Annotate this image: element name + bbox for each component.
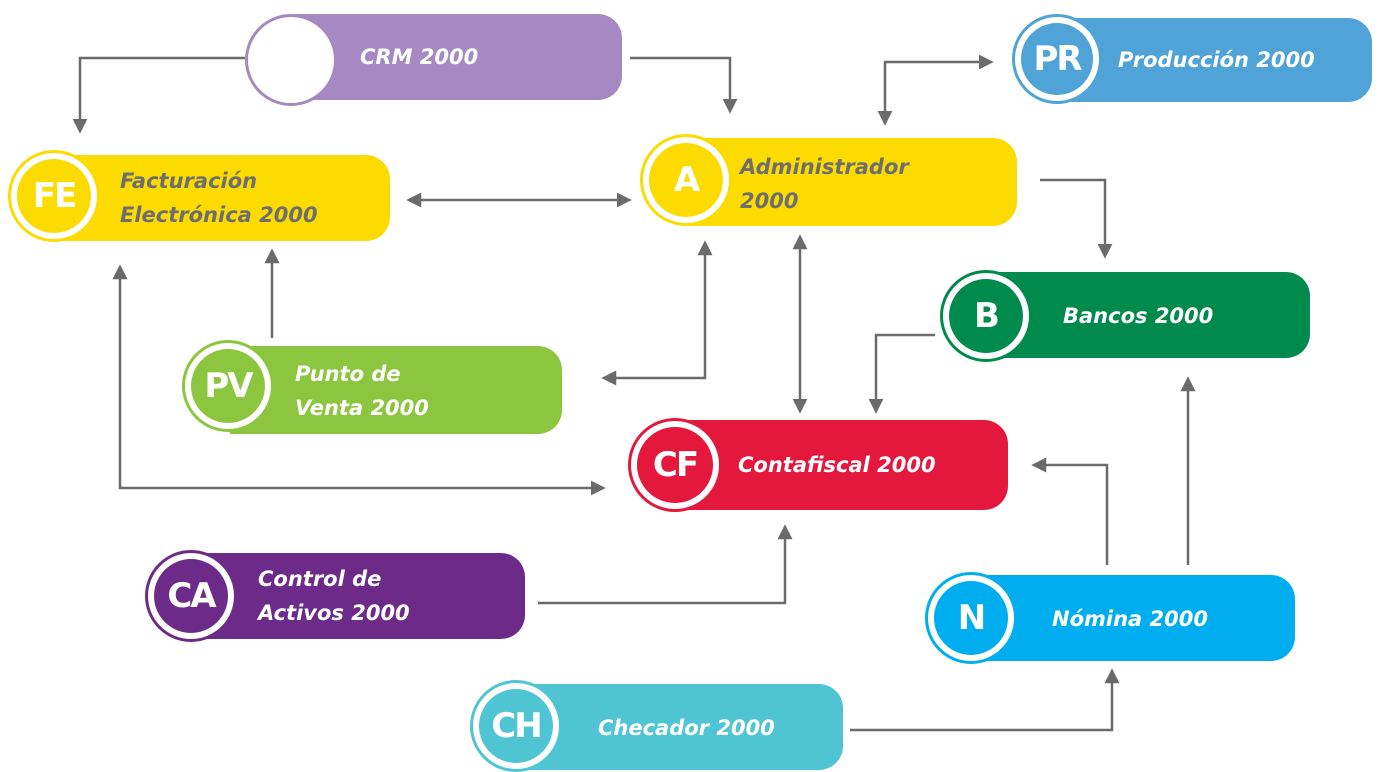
module-facturacion: Facturación Electrónica 2000 — [60, 155, 390, 241]
module-crm: CRM 2000 — [295, 14, 622, 100]
arrow-nomina-to-contafiscal — [1031, 457, 1109, 565]
facturacion-badge-text: FE — [17, 159, 91, 233]
module-activos: Control de Activos 2000 — [195, 553, 525, 639]
contafiscal-badge: CF — [628, 418, 722, 512]
arrow-activos-to-contafiscal — [538, 524, 793, 605]
produccion-badge-text: PR — [1021, 23, 1093, 95]
module-contafiscal-label: Contafiscal 2000 — [738, 453, 936, 477]
arrow-crm-to-administrador — [630, 56, 738, 114]
activos-badge-text: CA — [154, 559, 228, 633]
module-contafiscal: Contafiscal 2000 — [680, 420, 1008, 510]
bancos-badge: B — [940, 270, 1032, 362]
arrow-administrador-produccion — [877, 54, 994, 126]
module-produccion-label: Producción 2000 — [1118, 48, 1315, 72]
crm-badge-text: CRM — [254, 23, 328, 97]
facturacion-badge: FE — [8, 150, 100, 242]
module-checador: Checador 2000 — [520, 684, 843, 770]
contafiscal-badge-text: CF — [637, 427, 713, 503]
module-punto-venta-label: Punto de Venta 2000 — [295, 362, 429, 420]
arrow-facturacion-contafiscal — [112, 264, 606, 496]
module-activos-label: Control de Activos 2000 — [258, 567, 410, 625]
module-administrador: Administrador 2000 — [690, 138, 1017, 226]
checador-badge: CH — [470, 680, 562, 772]
module-crm-label: CRM 2000 — [360, 45, 479, 69]
module-nomina: Nómina 2000 — [975, 575, 1295, 661]
arrow-bancos-to-contafiscal — [868, 333, 935, 414]
nomina-badge: N — [925, 572, 1017, 664]
module-produccion: Producción 2000 — [1062, 18, 1372, 102]
module-bancos-label: Bancos 2000 — [1063, 304, 1214, 328]
punto-venta-badge: PV — [182, 340, 274, 432]
administrador-badge: A — [640, 134, 732, 226]
activos-badge: CA — [145, 550, 237, 642]
arrow-administrador-to-bancos — [1040, 178, 1113, 259]
module-bancos: Bancos 2000 — [990, 272, 1310, 358]
arrow-crm-to-facturacion — [72, 56, 245, 134]
module-administrador-label: Administrador 2000 — [740, 155, 909, 213]
punto-venta-badge-text: PV — [191, 349, 265, 423]
crm-badge: CRM — [245, 14, 337, 106]
module-punto-venta: Punto de Venta 2000 — [230, 346, 562, 434]
module-checador-label: Checador 2000 — [598, 716, 775, 740]
checador-badge-text: CH — [479, 689, 553, 763]
nomina-badge-text: N — [934, 581, 1008, 655]
module-facturacion-label: Facturación Electrónica 2000 — [120, 169, 318, 227]
module-nomina-label: Nómina 2000 — [1052, 607, 1208, 631]
arrow-checador-to-nomina — [850, 668, 1120, 732]
administrador-badge-text: A — [649, 143, 723, 217]
produccion-badge: PR — [1012, 14, 1102, 104]
bancos-badge-text: B — [949, 279, 1023, 353]
arrow-administrador-puntoventa — [601, 240, 713, 386]
